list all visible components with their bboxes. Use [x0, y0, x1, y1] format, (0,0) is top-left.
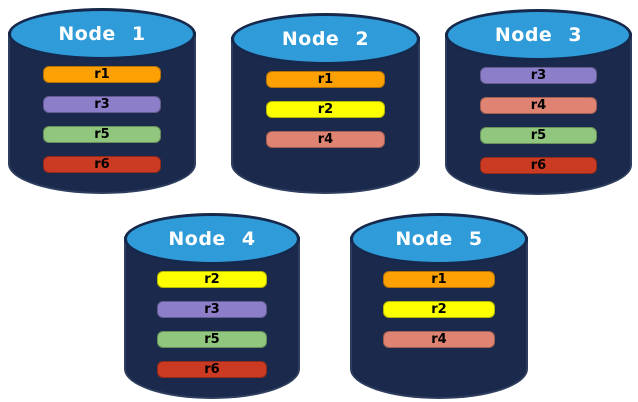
replica-bar-r6: r6	[479, 157, 598, 174]
node-title: Node 4	[168, 228, 256, 250]
db-node-5: Node 5 r1 r2 r4	[350, 213, 528, 399]
replica-bar-r4: r4	[382, 331, 496, 348]
replica-bar-r3: r3	[479, 67, 598, 84]
replica-bar-r2: r2	[382, 301, 496, 318]
cylinder-top: Node 1	[8, 8, 196, 60]
replica-bar-r4: r4	[479, 97, 598, 114]
node-title: Node 5	[395, 228, 483, 250]
replica-bar-r1: r1	[42, 66, 162, 83]
replica-bar-r1: r1	[265, 71, 386, 88]
replica-list: r1 r2 r4	[265, 71, 386, 148]
replica-bar-r3: r3	[156, 301, 268, 318]
replica-bar-r3: r3	[42, 96, 162, 113]
replica-bar-r2: r2	[156, 271, 268, 288]
replica-bar-r5: r5	[479, 127, 598, 144]
replica-bar-r5: r5	[42, 126, 162, 143]
replica-list: r3 r4 r5 r6	[479, 67, 598, 174]
cylinder-top: Node 5	[350, 213, 528, 265]
db-node-1: Node 1 r1 r3 r5 r6	[8, 8, 196, 194]
replica-list: r1 r3 r5 r6	[42, 66, 162, 173]
db-node-3: Node 3 r3 r4 r5 r6	[445, 9, 632, 195]
replica-bar-r4: r4	[265, 131, 386, 148]
cylinder-top: Node 2	[231, 13, 420, 65]
replica-bar-r6: r6	[156, 361, 268, 378]
db-node-2: Node 2 r1 r2 r4	[231, 13, 420, 194]
replica-bar-r6: r6	[42, 156, 162, 173]
cylinder-top: Node 4	[124, 213, 300, 265]
node-title: Node 1	[58, 23, 146, 45]
replica-bar-r1: r1	[382, 271, 496, 288]
replica-bar-r2: r2	[265, 101, 386, 118]
cylinder-top: Node 3	[445, 9, 632, 61]
replica-bar-r5: r5	[156, 331, 268, 348]
node-title: Node 3	[494, 24, 583, 46]
db-node-4: Node 4 r2 r3 r5 r6	[124, 213, 300, 399]
replica-list: r2 r3 r5 r6	[156, 271, 268, 378]
node-title: Node 2	[281, 28, 370, 50]
replica-list: r1 r2 r4	[382, 271, 496, 348]
